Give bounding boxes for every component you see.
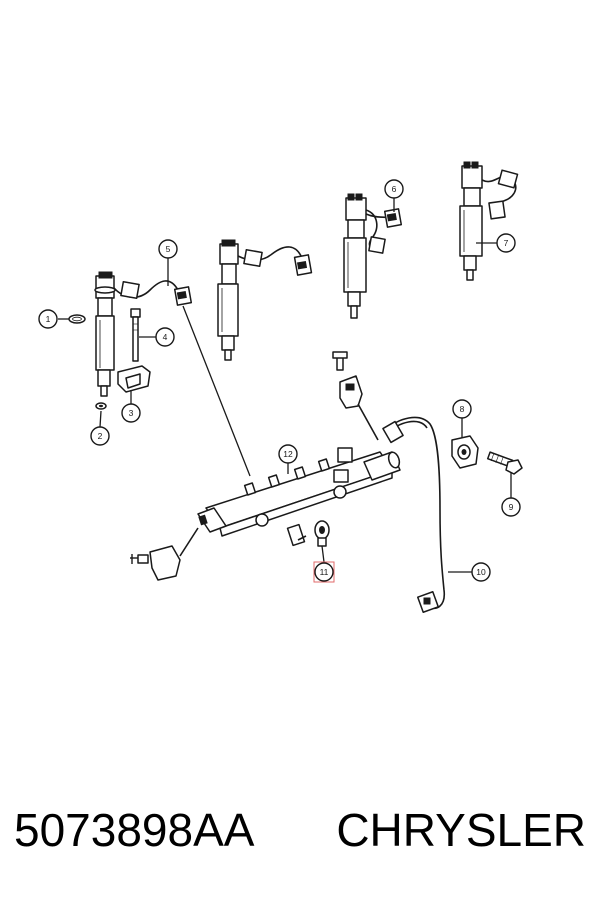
callout-11-highlight — [313, 561, 335, 583]
injector-center-right-wiring — [365, 208, 403, 254]
seal-washer — [95, 402, 107, 410]
pressure-relief-valve — [130, 527, 199, 581]
callout-leader-lines — [58, 198, 512, 573]
callout-10[interactable]: 10 — [471, 562, 491, 582]
svg-text:9: 9 — [509, 502, 514, 512]
fuel-injector-left — [94, 271, 116, 397]
fuel-rail — [197, 447, 401, 547]
callout-8[interactable]: 8 — [452, 399, 472, 419]
injector-center-left-wiring — [237, 246, 313, 276]
harness-bracket — [451, 435, 479, 469]
o-ring — [68, 314, 86, 324]
callout-4[interactable]: 4 — [155, 327, 175, 347]
callout-9[interactable]: 9 — [501, 497, 521, 517]
part-caption: 5073898AA CHRYSLER — [0, 790, 600, 870]
injector-left-wiring — [113, 280, 193, 306]
svg-text:1: 1 — [46, 314, 51, 324]
bracket-bolt — [486, 451, 523, 475]
part-number: 5073898AA — [14, 804, 255, 856]
callout-2[interactable]: 2 — [90, 426, 110, 446]
callout-3[interactable]: 3 — [121, 403, 141, 423]
callout-1[interactable]: 1 — [38, 309, 58, 329]
hold-down-bolt — [130, 308, 141, 362]
svg-text:6: 6 — [392, 184, 397, 194]
svg-text:2: 2 — [98, 431, 103, 441]
callout-5[interactable]: 5 — [158, 239, 178, 259]
callout-6[interactable]: 6 — [384, 179, 404, 199]
svg-text:4: 4 — [163, 332, 168, 342]
callout-11[interactable]: 11 — [313, 561, 335, 583]
svg-text:11: 11 — [320, 567, 329, 577]
svg-text:3: 3 — [129, 408, 134, 418]
callout-12[interactable]: 12 — [278, 444, 298, 464]
svg-text:5: 5 — [166, 244, 171, 254]
hold-down-clamp — [117, 365, 151, 393]
injector-right-wiring — [481, 169, 519, 220]
brand-name: CHRYSLER — [336, 804, 586, 856]
svg-text:12: 12 — [283, 449, 293, 459]
svg-text:8: 8 — [460, 404, 465, 414]
svg-text:7: 7 — [504, 238, 509, 248]
wiring-harness — [382, 416, 446, 614]
svg-text:10: 10 — [476, 567, 486, 577]
callout-7[interactable]: 7 — [496, 233, 516, 253]
fuel-injector-right — [459, 161, 483, 281]
fuel-injector-center-right — [343, 193, 367, 319]
fuel-injector-center-left — [217, 239, 239, 361]
fuel-pressure-sensor — [314, 520, 330, 547]
rail-sensor-connector — [332, 351, 379, 441]
